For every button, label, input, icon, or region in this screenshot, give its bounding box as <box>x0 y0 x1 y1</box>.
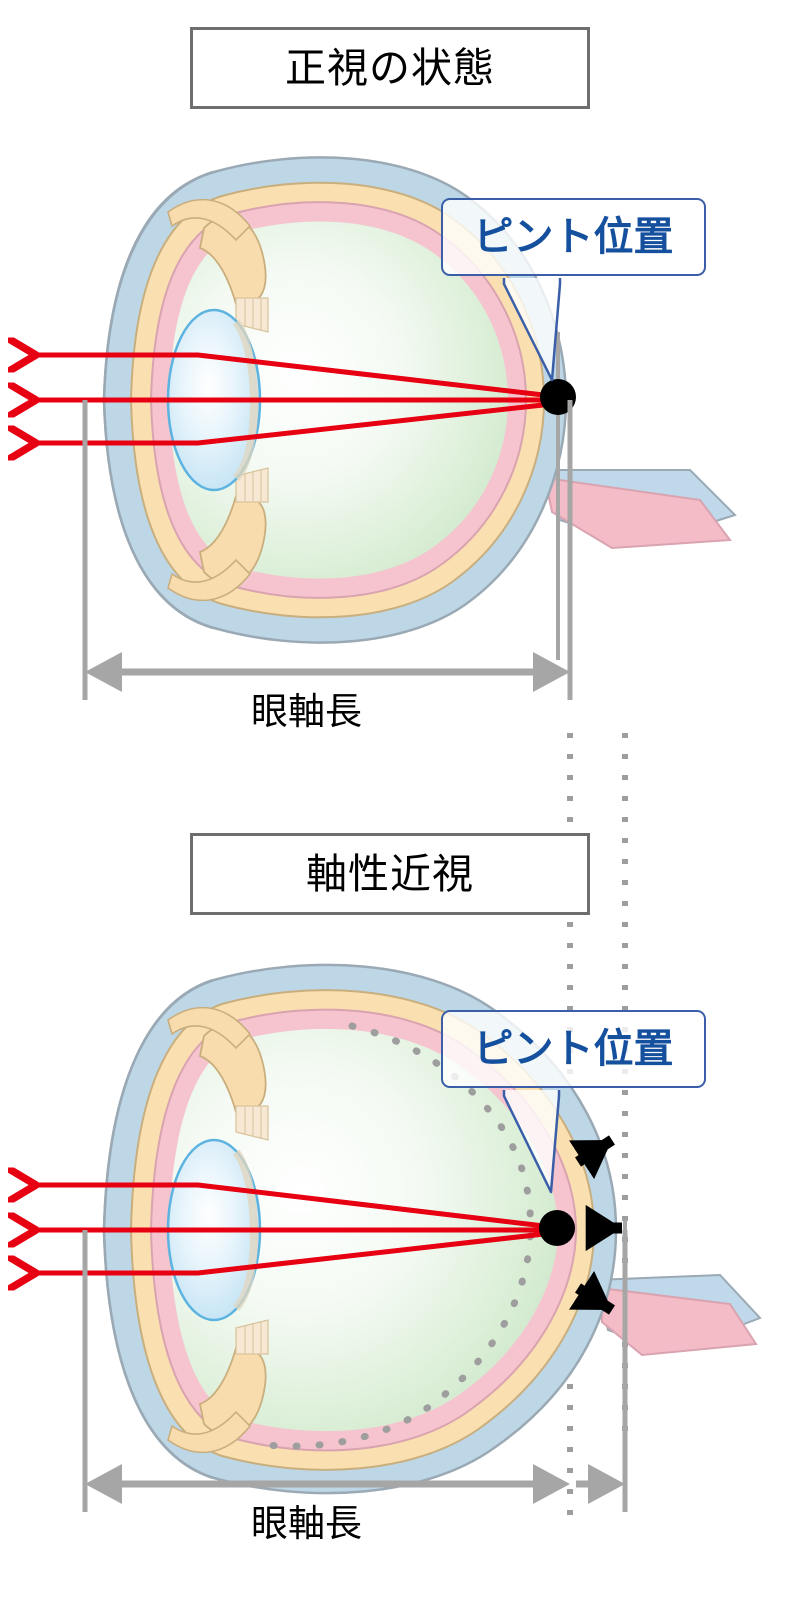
optic-nerve-vessel-bundle-top <box>538 469 737 550</box>
light-ray-upper-top <box>36 355 553 399</box>
focus-position-callout-emmetropia: ピント位置 <box>441 198 706 276</box>
normal-eye-reference-arc-bottom <box>254 1022 534 1450</box>
displacement-arrow-upper <box>568 1135 615 1180</box>
callout-tail-top <box>502 278 562 382</box>
panel-title-box-emmetropia: 正視の状態 <box>190 27 590 109</box>
displacement-arrow-lower <box>568 1270 615 1315</box>
optic-nerve-vessel-bundle-bottom <box>593 1273 762 1357</box>
axial-length-measurement-bottom <box>82 1230 628 1512</box>
focus-position-callout-label-emmetropia: ピント位置 <box>473 215 674 259</box>
focus-position-callout-axial-myopia: ピント位置 <box>441 1010 706 1088</box>
focus-point-marker-bottom <box>539 1210 575 1246</box>
axial-length-arrowhead-right-bottom <box>533 1464 570 1504</box>
vessel-inner-top <box>543 476 732 550</box>
focus-point-marker-top <box>540 379 576 415</box>
light-ray-lower-bottom <box>36 1231 545 1273</box>
axial-length-arrowhead-right-top <box>533 652 570 692</box>
panel-title-emmetropia: 正視の状態 <box>285 44 495 91</box>
iris-lower-bottom <box>167 1410 252 1454</box>
iris-upper-top <box>167 198 252 242</box>
retinal-displacement-arrows <box>568 1135 623 1315</box>
axial-length-label-axial-myopia: 眼軸長 <box>251 1503 362 1544</box>
iris-upper-bottom <box>167 1006 252 1050</box>
light-rays-bottom <box>36 1185 545 1273</box>
axial-length-arrowhead-left-bottom <box>85 1464 122 1504</box>
axial-length-arrowhead-left-top <box>85 652 122 692</box>
light-ray-lower-top <box>36 401 553 443</box>
zonular-fibers-bottom <box>235 1105 269 1355</box>
light-rays-top <box>36 355 553 443</box>
callout-tail-bottom <box>502 1090 561 1194</box>
focus-position-callout-label-axial-myopia: ピント位置 <box>473 1027 674 1071</box>
zonular-fibers-top <box>235 297 269 503</box>
axial-length-label-emmetropia: 眼軸長 <box>251 691 362 732</box>
axial-length-measurement-top <box>82 400 573 700</box>
eye-diagram-axial-myopia <box>36 963 762 1512</box>
iris-lower-top <box>167 558 252 602</box>
light-ray-upper-bottom <box>36 1185 545 1229</box>
panel-title-box-axial-myopia: 軸性近視 <box>190 833 590 915</box>
panel-title-axial-myopia: 軸性近視 <box>306 850 474 897</box>
elongation-extension-arrowhead <box>588 1464 625 1504</box>
